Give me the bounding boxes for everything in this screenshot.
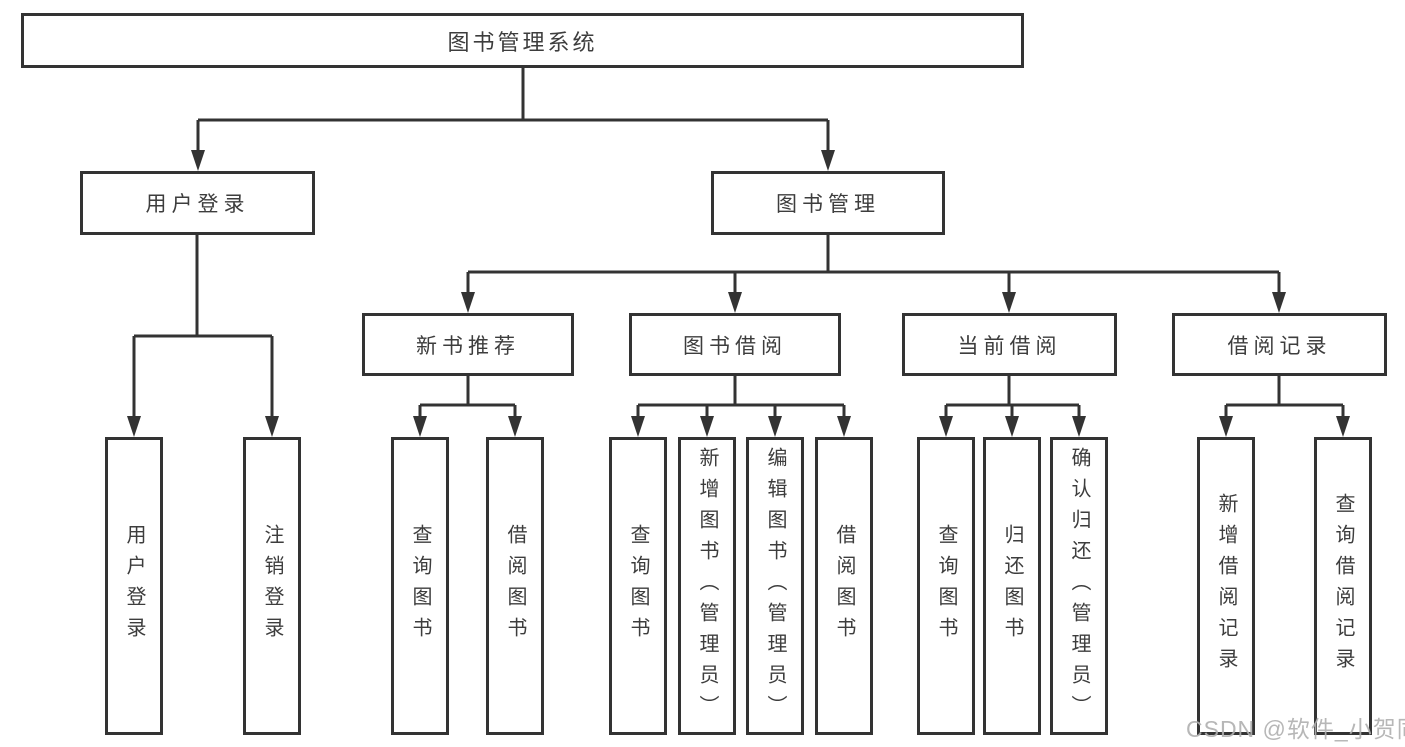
connector-borrow-records — [1224, 376, 1345, 421]
leaf-nb-borrow-book: 借阅图书 — [486, 437, 544, 735]
leaf-bb-add-book-admin: 新增图书（管理员） — [678, 437, 736, 735]
arrowheads-user-login — [127, 416, 279, 437]
leaf-logout-login: 注销登录 — [243, 437, 301, 735]
leaf-cb-confirm-return-admin: 确认归还（管理员） — [1050, 437, 1108, 735]
leaf-bb-query-book: 查询图书 — [609, 437, 667, 735]
arrowheads-new-book-rec — [413, 416, 522, 437]
connector-new-book-rec — [418, 376, 517, 421]
node-new-book-recommend: 新书推荐 — [362, 313, 574, 376]
leaf-cb-return-book: 归还图书 — [983, 437, 1041, 735]
leaf-user-login: 用户登录 — [105, 437, 163, 735]
connector-root — [196, 68, 830, 155]
watermark: CSDN @软件_小贺同学 — [1186, 716, 1405, 742]
leaf-bb-borrow-book: 借阅图书 — [815, 437, 873, 735]
node-book-management: 图书管理 — [711, 171, 945, 235]
connector-book-mgmt — [466, 235, 1281, 297]
node-current-borrow: 当前借阅 — [902, 313, 1117, 376]
node-root: 图书管理系统 — [21, 13, 1024, 68]
leaf-bb-edit-book-admin: 编辑图书（管理员） — [746, 437, 804, 735]
node-book-borrow: 图书借阅 — [629, 313, 841, 376]
leaf-br-add-record: 新增借阅记录 — [1197, 437, 1255, 735]
arrowheads-current-borrow — [939, 416, 1086, 437]
arrowheads-book-mgmt — [461, 292, 1286, 313]
node-user-login: 用户登录 — [80, 171, 315, 235]
arrowheads-book-borrow — [631, 416, 851, 437]
node-borrow-records: 借阅记录 — [1172, 313, 1387, 376]
arrowheads-borrow-records — [1219, 416, 1350, 437]
connector-user-login — [132, 235, 274, 421]
leaf-nb-query-book: 查询图书 — [391, 437, 449, 735]
leaf-cb-query-book: 查询图书 — [917, 437, 975, 735]
connector-current-borrow — [944, 376, 1081, 421]
leaf-br-query-record: 查询借阅记录 — [1314, 437, 1372, 735]
connector-book-borrow — [636, 376, 846, 421]
arrowheads-root — [191, 150, 835, 171]
